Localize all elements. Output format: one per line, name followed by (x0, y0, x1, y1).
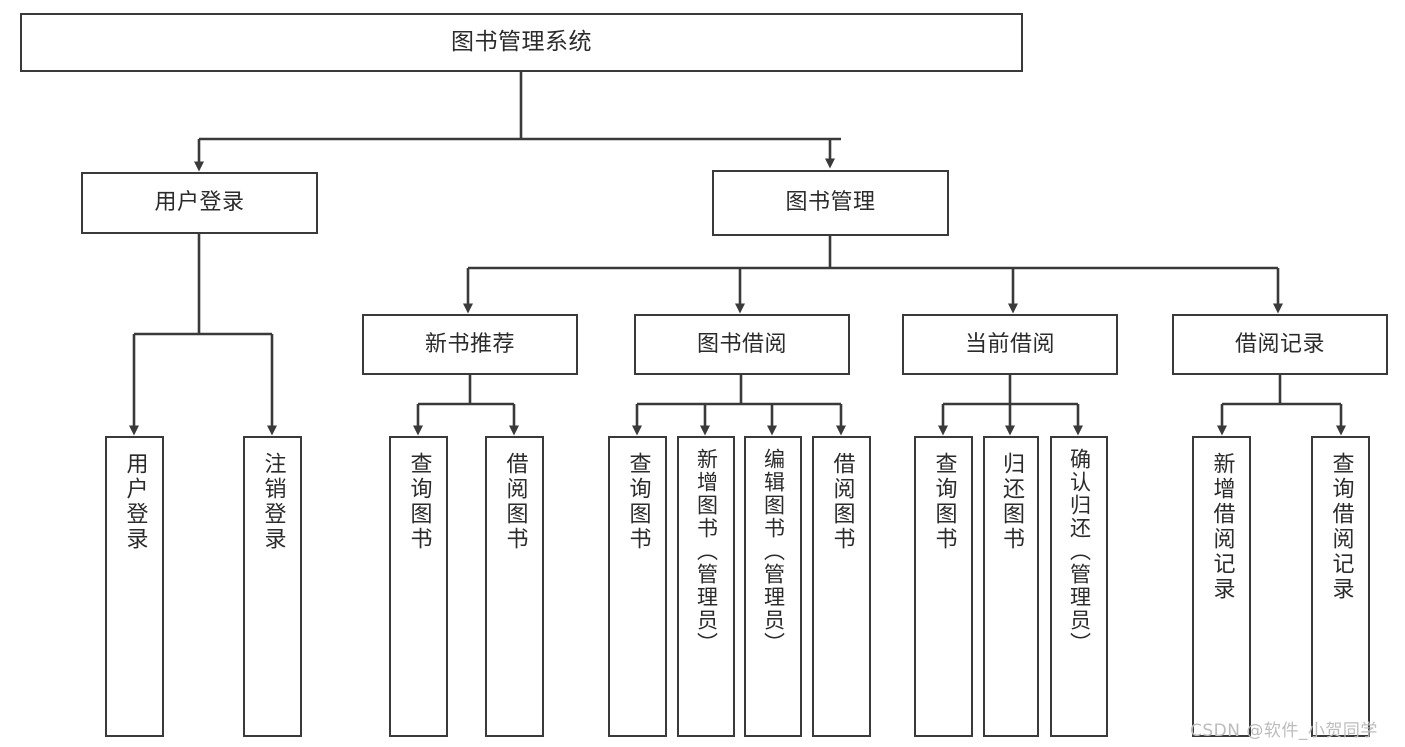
csdn-watermark: CSDN @软件_小贺同学 (1190, 721, 1378, 741)
leaf-confirm-return-admin[interactable]: 确认归还（管理员） (1050, 436, 1108, 737)
node-label: 借阅记录 (1234, 331, 1325, 357)
node-borrow-record[interactable]: 借阅记录 (1172, 314, 1388, 375)
node-label: 当前借阅 (964, 331, 1055, 357)
node-book-management[interactable]: 图书管理 (712, 170, 949, 236)
node-label: 编辑图书（管理员） (761, 448, 786, 655)
leaf-add-book-admin[interactable]: 新增图书（管理员） (677, 436, 735, 737)
leaf-query-borrow-record[interactable]: 查询借阅记录 (1311, 436, 1370, 737)
node-book-borrow[interactable]: 图书借阅 (634, 314, 850, 375)
node-label: 图书管理 (785, 190, 876, 216)
node-label: 图书管理系统 (451, 28, 592, 55)
node-label: 归还图书 (999, 452, 1024, 552)
leaf-query-book-current[interactable]: 查询图书 (914, 436, 973, 737)
leaf-borrow-book-recommend[interactable]: 借阅图书 (485, 436, 544, 737)
leaf-add-borrow-record[interactable]: 新增借阅记录 (1192, 436, 1251, 737)
node-label: 查询图书 (625, 452, 651, 552)
node-label: 查询图书 (406, 452, 432, 552)
node-label: 新增借阅记录 (1209, 452, 1235, 602)
node-label: 借阅图书 (829, 452, 855, 552)
node-label: 确认归还（管理员） (1067, 448, 1092, 655)
leaf-logout-login[interactable]: 注销登录 (243, 436, 302, 737)
node-new-book-recommend[interactable]: 新书推荐 (362, 314, 578, 375)
leaf-return-book[interactable]: 归还图书 (983, 436, 1039, 737)
leaf-query-book-recommend[interactable]: 查询图书 (389, 436, 448, 737)
leaf-query-book-borrow[interactable]: 查询图书 (608, 436, 667, 737)
node-label: 用户登录 (154, 190, 245, 216)
node-label: 用户登录 (122, 452, 148, 552)
leaf-edit-book-admin[interactable]: 编辑图书（管理员） (744, 436, 802, 737)
node-current-borrow[interactable]: 当前借阅 (902, 314, 1118, 375)
node-label: 图书借阅 (696, 331, 787, 357)
node-label: 查询借阅记录 (1328, 452, 1354, 602)
node-label: 注销登录 (260, 452, 286, 552)
node-user-login[interactable]: 用户登录 (81, 172, 318, 234)
node-label: 查询图书 (931, 452, 957, 552)
node-label: 借阅图书 (502, 452, 528, 552)
node-book-management-system[interactable]: 图书管理系统 (20, 13, 1023, 72)
node-label: 新增图书（管理员） (694, 448, 719, 655)
leaf-user-login[interactable]: 用户登录 (105, 436, 164, 737)
node-label: 新书推荐 (424, 331, 515, 357)
leaf-borrow-book[interactable]: 借阅图书 (812, 436, 871, 737)
